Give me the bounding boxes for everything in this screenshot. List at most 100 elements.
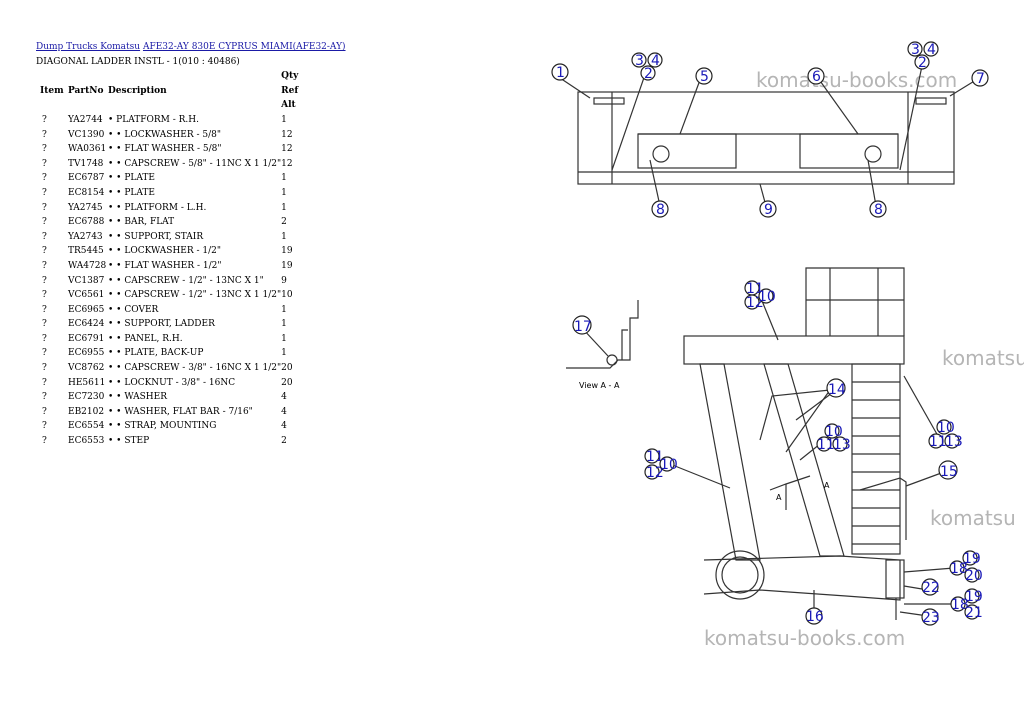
leader-1 <box>559 77 591 99</box>
bottom-step <box>885 559 905 599</box>
cell-item: ? <box>42 173 47 184</box>
callout-19-top[interactable]: 19 <box>962 550 981 567</box>
cell-qty: 2 <box>281 436 287 447</box>
leader-7 <box>949 79 977 97</box>
callout-3-left[interactable]: 3 <box>631 52 647 69</box>
callout-6[interactable]: 6 <box>807 67 825 85</box>
cell-description: • • CAPSCREW - 5/8" - 11NC X 1 1/2" <box>108 158 282 169</box>
cell-description: • • PLATE <box>108 187 155 198</box>
svg-text:20: 20 <box>965 568 983 584</box>
cell-qty: 1 <box>281 333 287 344</box>
callout-16[interactable]: 16 <box>805 607 824 625</box>
breadcrumb: Dump Trucks Komatsu AFE32-AY 830E CYPRUS… <box>36 40 346 55</box>
svg-text:14: 14 <box>828 382 846 398</box>
breadcrumb-link-dump-trucks[interactable]: Dump Trucks Komatsu <box>36 42 141 52</box>
cell-qty: 1 <box>281 319 287 330</box>
table-row: ?VC8762• • CAPSCREW - 3/8" - 16NC X 1 1/… <box>36 361 303 376</box>
cell-description: • • STRAP, MOUNTING <box>108 421 217 432</box>
cell-partno: EC6788 <box>68 217 105 228</box>
leader-2b <box>899 65 923 171</box>
callout-11-left[interactable]: 11 <box>644 448 664 465</box>
callout-10-top[interactable]: 10 <box>758 288 776 305</box>
svg-text:10: 10 <box>758 289 776 305</box>
callout-10-right[interactable]: 10 <box>936 419 955 436</box>
cell-partno: EB2102 <box>68 406 105 417</box>
leader-2 <box>611 65 649 171</box>
callout-13-mid[interactable]: 13 <box>832 436 851 453</box>
callout-18-bottom[interactable]: 18 <box>950 596 969 613</box>
cell-item: ? <box>42 392 47 403</box>
cell-description: • • WASHER <box>108 392 168 403</box>
callout-1-top[interactable]: 1 <box>551 63 569 81</box>
callout-17[interactable]: 17 <box>572 315 592 335</box>
frame-tube <box>715 550 765 600</box>
cell-qty: 20 <box>281 377 293 388</box>
callout-19-bottom[interactable]: 19 <box>964 588 983 605</box>
callout-8-right[interactable]: 8 <box>869 200 887 218</box>
svg-text:12: 12 <box>646 465 664 481</box>
cell-partno: YA2743 <box>68 231 103 242</box>
plate-left <box>593 97 625 105</box>
cell-item: ? <box>42 421 47 432</box>
cell-partno: VC6561 <box>68 290 105 301</box>
cell-partno: EC6554 <box>68 421 105 432</box>
callout-9[interactable]: 9 <box>759 200 777 218</box>
callout-4-right[interactable]: 4 <box>923 41 939 58</box>
diagram-side-view: A A <box>669 267 955 620</box>
cell-item: ? <box>42 304 47 315</box>
callout-23[interactable]: 23 <box>921 608 940 626</box>
table-row: ?TV1748• • CAPSCREW - 5/8" - 11NC X 1 1/… <box>36 157 303 172</box>
cell-partno: WA4728 <box>68 260 107 271</box>
callout-4-left[interactable]: 4 <box>647 52 663 69</box>
callout-5[interactable]: 5 <box>695 67 713 85</box>
svg-text:2: 2 <box>918 55 927 71</box>
view-a-bracket <box>566 300 639 369</box>
callout-8-left[interactable]: 8 <box>651 200 669 218</box>
cell-item: ? <box>42 260 47 271</box>
header-partno: PartNo <box>68 85 104 96</box>
callout-12-left[interactable]: 12 <box>644 464 664 481</box>
callout-11-right[interactable]: 11 <box>928 433 947 450</box>
cell-description: • • PLATE <box>108 173 155 184</box>
callout-11-mid[interactable]: 11 <box>816 436 835 453</box>
ladder-panel-outline <box>759 389 832 453</box>
parts-table: Item PartNo Description Qty Ref Alt ?YA2… <box>36 69 303 448</box>
callout-20[interactable]: 20 <box>964 567 983 584</box>
callout-10-mid[interactable]: 10 <box>824 423 843 440</box>
callout-12-top[interactable]: 12 <box>744 294 764 311</box>
diagonal-leg <box>699 363 761 561</box>
cell-qty: 1 <box>281 231 287 242</box>
svg-text:10: 10 <box>825 424 843 440</box>
bolt-left <box>652 145 670 163</box>
svg-text:4: 4 <box>927 42 936 58</box>
callout-14[interactable]: 14 <box>826 378 846 398</box>
callout-22[interactable]: 22 <box>921 578 940 596</box>
cell-item: ? <box>42 246 47 257</box>
table-row: ?YA2745• • PLATFORM - L.H.1 <box>36 201 303 216</box>
cell-partno: EC6791 <box>68 333 105 344</box>
svg-text:19: 19 <box>963 551 981 567</box>
cell-partno: YA2744 <box>68 114 103 125</box>
callout-15[interactable]: 15 <box>938 460 958 480</box>
callout-2-right[interactable]: 2 <box>914 54 930 71</box>
cell-item: ? <box>42 202 47 213</box>
callouts: 1 3 4 2 5 6 3 4 2 7 8 9 8 17 11 12 10 14… <box>551 41 989 626</box>
svg-text:11: 11 <box>929 434 947 450</box>
table-row: ?EB2102• • WASHER, FLAT BAR - 7/16"4 <box>36 405 303 420</box>
callout-13-right[interactable]: 13 <box>944 433 963 450</box>
leader-5 <box>679 79 701 135</box>
cell-description: • • LOCKWASHER - 5/8" <box>108 129 222 140</box>
breadcrumb-link-model[interactable]: AFE32-AY 830E CYPRUS MIAMI(AFE32-AY) <box>142 42 346 52</box>
callout-2-left[interactable]: 2 <box>640 65 656 82</box>
callout-7[interactable]: 7 <box>971 69 989 87</box>
svg-text:18: 18 <box>951 597 969 613</box>
callout-21[interactable]: 21 <box>964 604 983 621</box>
svg-text:8: 8 <box>874 202 883 218</box>
svg-text:11: 11 <box>646 449 664 465</box>
callout-10-left[interactable]: 10 <box>659 456 678 473</box>
callout-3-right[interactable]: 3 <box>907 41 923 58</box>
callout-18-top[interactable]: 18 <box>949 560 968 577</box>
